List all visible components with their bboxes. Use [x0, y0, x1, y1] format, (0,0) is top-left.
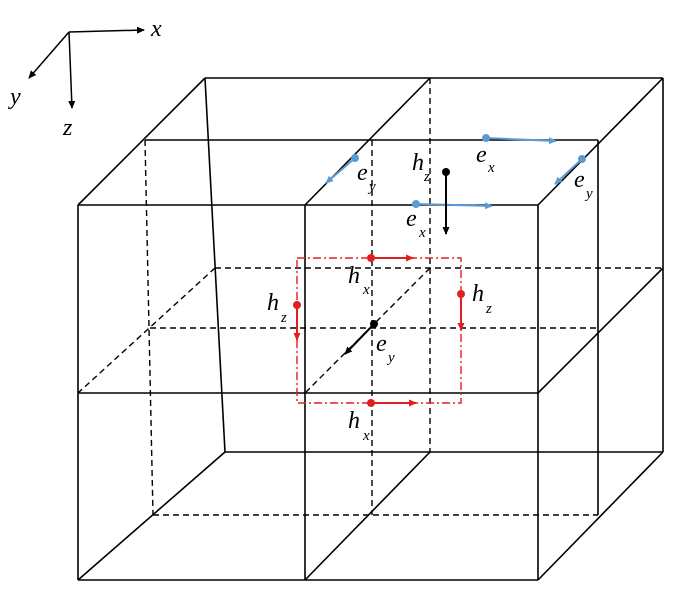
label-e-y-left: e y	[357, 160, 376, 195]
svg-text:x: x	[362, 282, 370, 298]
edge	[537, 267, 664, 394]
svg-text:z: z	[423, 169, 430, 185]
svg-text:h: h	[472, 281, 484, 307]
svg-text:x: x	[487, 160, 495, 176]
edge	[77, 451, 226, 581]
grid-dashed-edges	[77, 78, 663, 516]
e-x-dot-top	[482, 134, 490, 142]
svg-text:h: h	[348, 263, 360, 289]
svg-text:h: h	[267, 290, 279, 316]
svg-text:e: e	[574, 167, 585, 193]
label-h-z-top: h z	[412, 150, 430, 185]
field-labels: e y h z e x e y e x h x h z h z	[267, 142, 593, 444]
svg-text:e: e	[406, 206, 417, 232]
svg-text:x: x	[418, 225, 426, 241]
center-e-vector	[344, 320, 378, 355]
svg-text:z: z	[280, 310, 287, 326]
svg-text:e: e	[357, 160, 368, 186]
h-z-dot-right	[457, 290, 465, 298]
edge	[77, 77, 206, 206]
edge	[304, 77, 431, 206]
edge	[537, 451, 664, 581]
label-h-x-lower: h x	[348, 408, 370, 444]
z-axis-arrow	[68, 31, 76, 109]
h-z-dot-left	[293, 301, 301, 309]
edge	[144, 139, 154, 516]
edge	[304, 451, 431, 581]
coordinate-axes: x y z	[8, 16, 162, 141]
svg-text:z: z	[485, 301, 492, 317]
label-e-x-front: e x	[406, 206, 426, 241]
x-axis-label: x	[150, 16, 162, 42]
svg-text:y: y	[386, 350, 395, 366]
edge	[77, 267, 216, 394]
y-axis-label: y	[8, 84, 21, 110]
z-axis-label: z	[62, 115, 73, 141]
x-axis-arrow	[68, 26, 145, 34]
e-x-arrow-top	[485, 137, 557, 145]
e-y-arrow-left	[325, 157, 356, 184]
svg-text:y: y	[367, 179, 376, 195]
e-y-dot-right	[578, 155, 586, 163]
e-y-dot-center	[370, 320, 378, 328]
svg-text:h: h	[348, 408, 360, 434]
h-x-dot-lower	[367, 399, 375, 407]
label-h-x-upper: h x	[348, 263, 370, 298]
label-h-z-left: h z	[267, 290, 287, 326]
svg-text:x: x	[362, 428, 370, 444]
label-e-x-top: e x	[476, 142, 495, 176]
top-face-e-vectors	[325, 134, 586, 235]
svg-text:y: y	[584, 186, 593, 202]
e-y-arrow-center	[344, 323, 375, 355]
label-h-z-right: h z	[472, 281, 492, 317]
label-e-y-right: e y	[574, 167, 593, 202]
loop-h-vectors	[293, 254, 465, 407]
e-y-dot-left	[351, 154, 359, 162]
label-e-y-center: e y	[376, 331, 395, 366]
svg-text:e: e	[376, 331, 387, 357]
edge	[204, 77, 226, 453]
edge	[537, 77, 664, 206]
svg-text:h: h	[412, 150, 424, 176]
h-x-dot-upper	[367, 254, 375, 262]
svg-text:e: e	[476, 142, 487, 168]
y-axis-arrow	[28, 31, 70, 79]
e-x-arrow-front	[415, 202, 493, 210]
e-y-arrow-right	[554, 158, 583, 185]
h-z-dot-top	[442, 168, 450, 176]
e-x-dot-front	[412, 200, 420, 208]
